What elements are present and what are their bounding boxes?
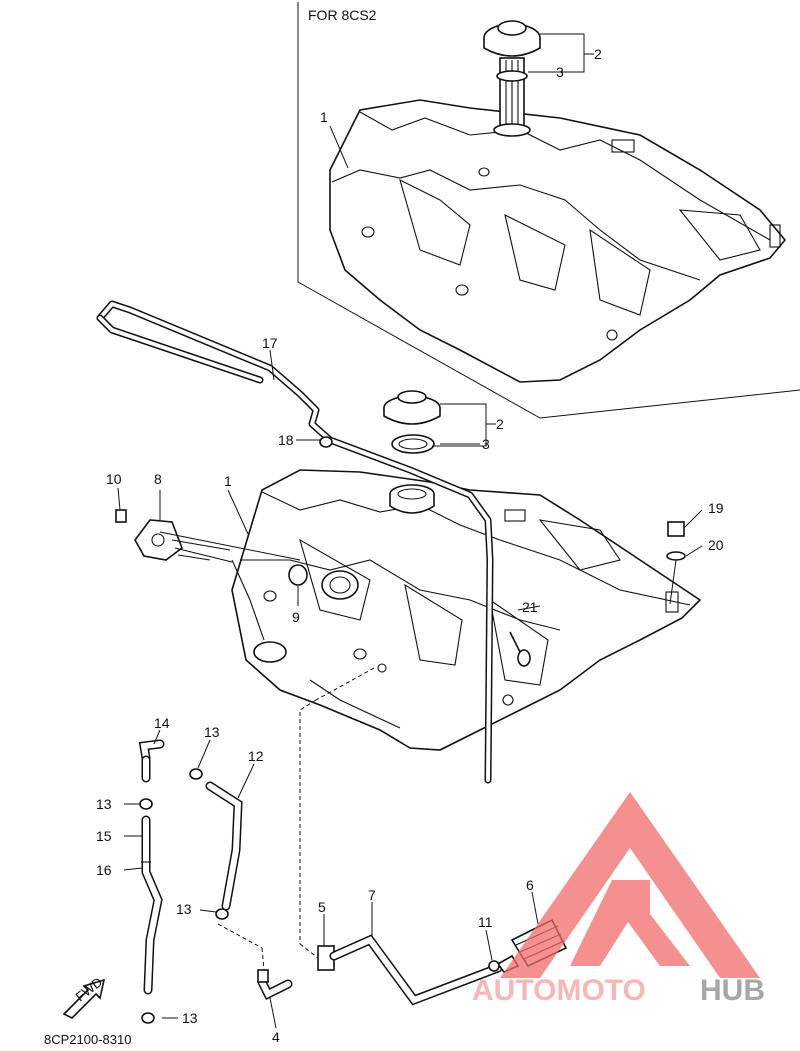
watermark-inner-shape	[570, 880, 690, 966]
callout-16: 16	[96, 862, 112, 878]
breather-pipe	[96, 300, 494, 784]
callout-1-inset: 1	[320, 109, 328, 125]
callout-4: 4	[272, 1029, 280, 1045]
watermark-logo: AUTOMOTO HUB	[472, 792, 765, 1007]
filler-neck	[389, 484, 435, 514]
inset-panel: FOR 8CS2	[297, 2, 800, 419]
nut-19	[667, 521, 685, 537]
callout-12: 12	[248, 748, 264, 764]
clip-13-c	[215, 908, 229, 920]
hose-15-16	[141, 815, 163, 995]
callout-13-b: 13	[96, 796, 112, 812]
inset-title: FOR 8CS2	[308, 7, 377, 23]
callout-1: 1	[224, 473, 232, 489]
callout-19: 19	[708, 500, 724, 516]
callout-2-inset: 2	[594, 46, 602, 62]
clip-13-a	[189, 768, 203, 780]
callout-21: 21	[522, 599, 538, 615]
callout-10: 10	[106, 471, 122, 487]
rubber-21	[509, 631, 531, 667]
fuel-sender-unit	[134, 519, 359, 663]
inset-fuel-tank	[329, 99, 787, 383]
hose-14-elbow	[138, 739, 165, 783]
leader-lines	[117, 349, 703, 1029]
inset-fuel-cap	[483, 20, 541, 137]
callouts: 2 3 1 17 2 3 18 10 8 1 19 20 9 21 14 13 …	[96, 46, 724, 1045]
watermark-brand-primary: AUTOMOTO	[472, 974, 646, 1007]
callout-20: 20	[708, 537, 724, 553]
callout-18: 18	[278, 432, 294, 448]
forward-arrow-icon: FWD	[62, 974, 105, 1019]
callout-8: 8	[154, 471, 162, 487]
callout-2: 2	[496, 416, 504, 432]
callout-14: 14	[154, 715, 170, 731]
callout-11: 11	[478, 914, 493, 930]
bolt-10	[115, 509, 127, 523]
callout-13-d: 13	[182, 1010, 198, 1026]
clip-13-d	[141, 1012, 155, 1024]
watermark-triangle-icon	[500, 792, 760, 978]
hose-12	[205, 781, 243, 911]
fuel-cap	[383, 390, 441, 425]
drawing-code: 8CP2100-8310	[44, 1032, 131, 1047]
callout-15: 15	[96, 828, 112, 844]
clip-11	[488, 960, 500, 972]
callout-13-c: 13	[176, 901, 192, 917]
callout-3-inset: 3	[556, 64, 564, 80]
hose-7	[329, 934, 503, 1006]
washer-20	[666, 551, 686, 561]
fuel-cock-4	[257, 969, 293, 1001]
callout-3: 3	[482, 436, 490, 452]
clip-13-b	[139, 798, 153, 810]
callout-9: 9	[292, 609, 300, 625]
callout-17: 17	[262, 335, 278, 351]
callout-7: 7	[368, 887, 376, 903]
clip-18	[319, 436, 333, 448]
watermark-brand-secondary: HUB	[700, 974, 765, 1007]
inset-leaders	[329, 33, 594, 169]
cap-gasket	[391, 434, 435, 454]
callout-6: 6	[526, 877, 534, 893]
callout-5: 5	[318, 899, 326, 915]
callout-13-a: 13	[204, 724, 220, 740]
fuel-tank	[231, 469, 702, 751]
